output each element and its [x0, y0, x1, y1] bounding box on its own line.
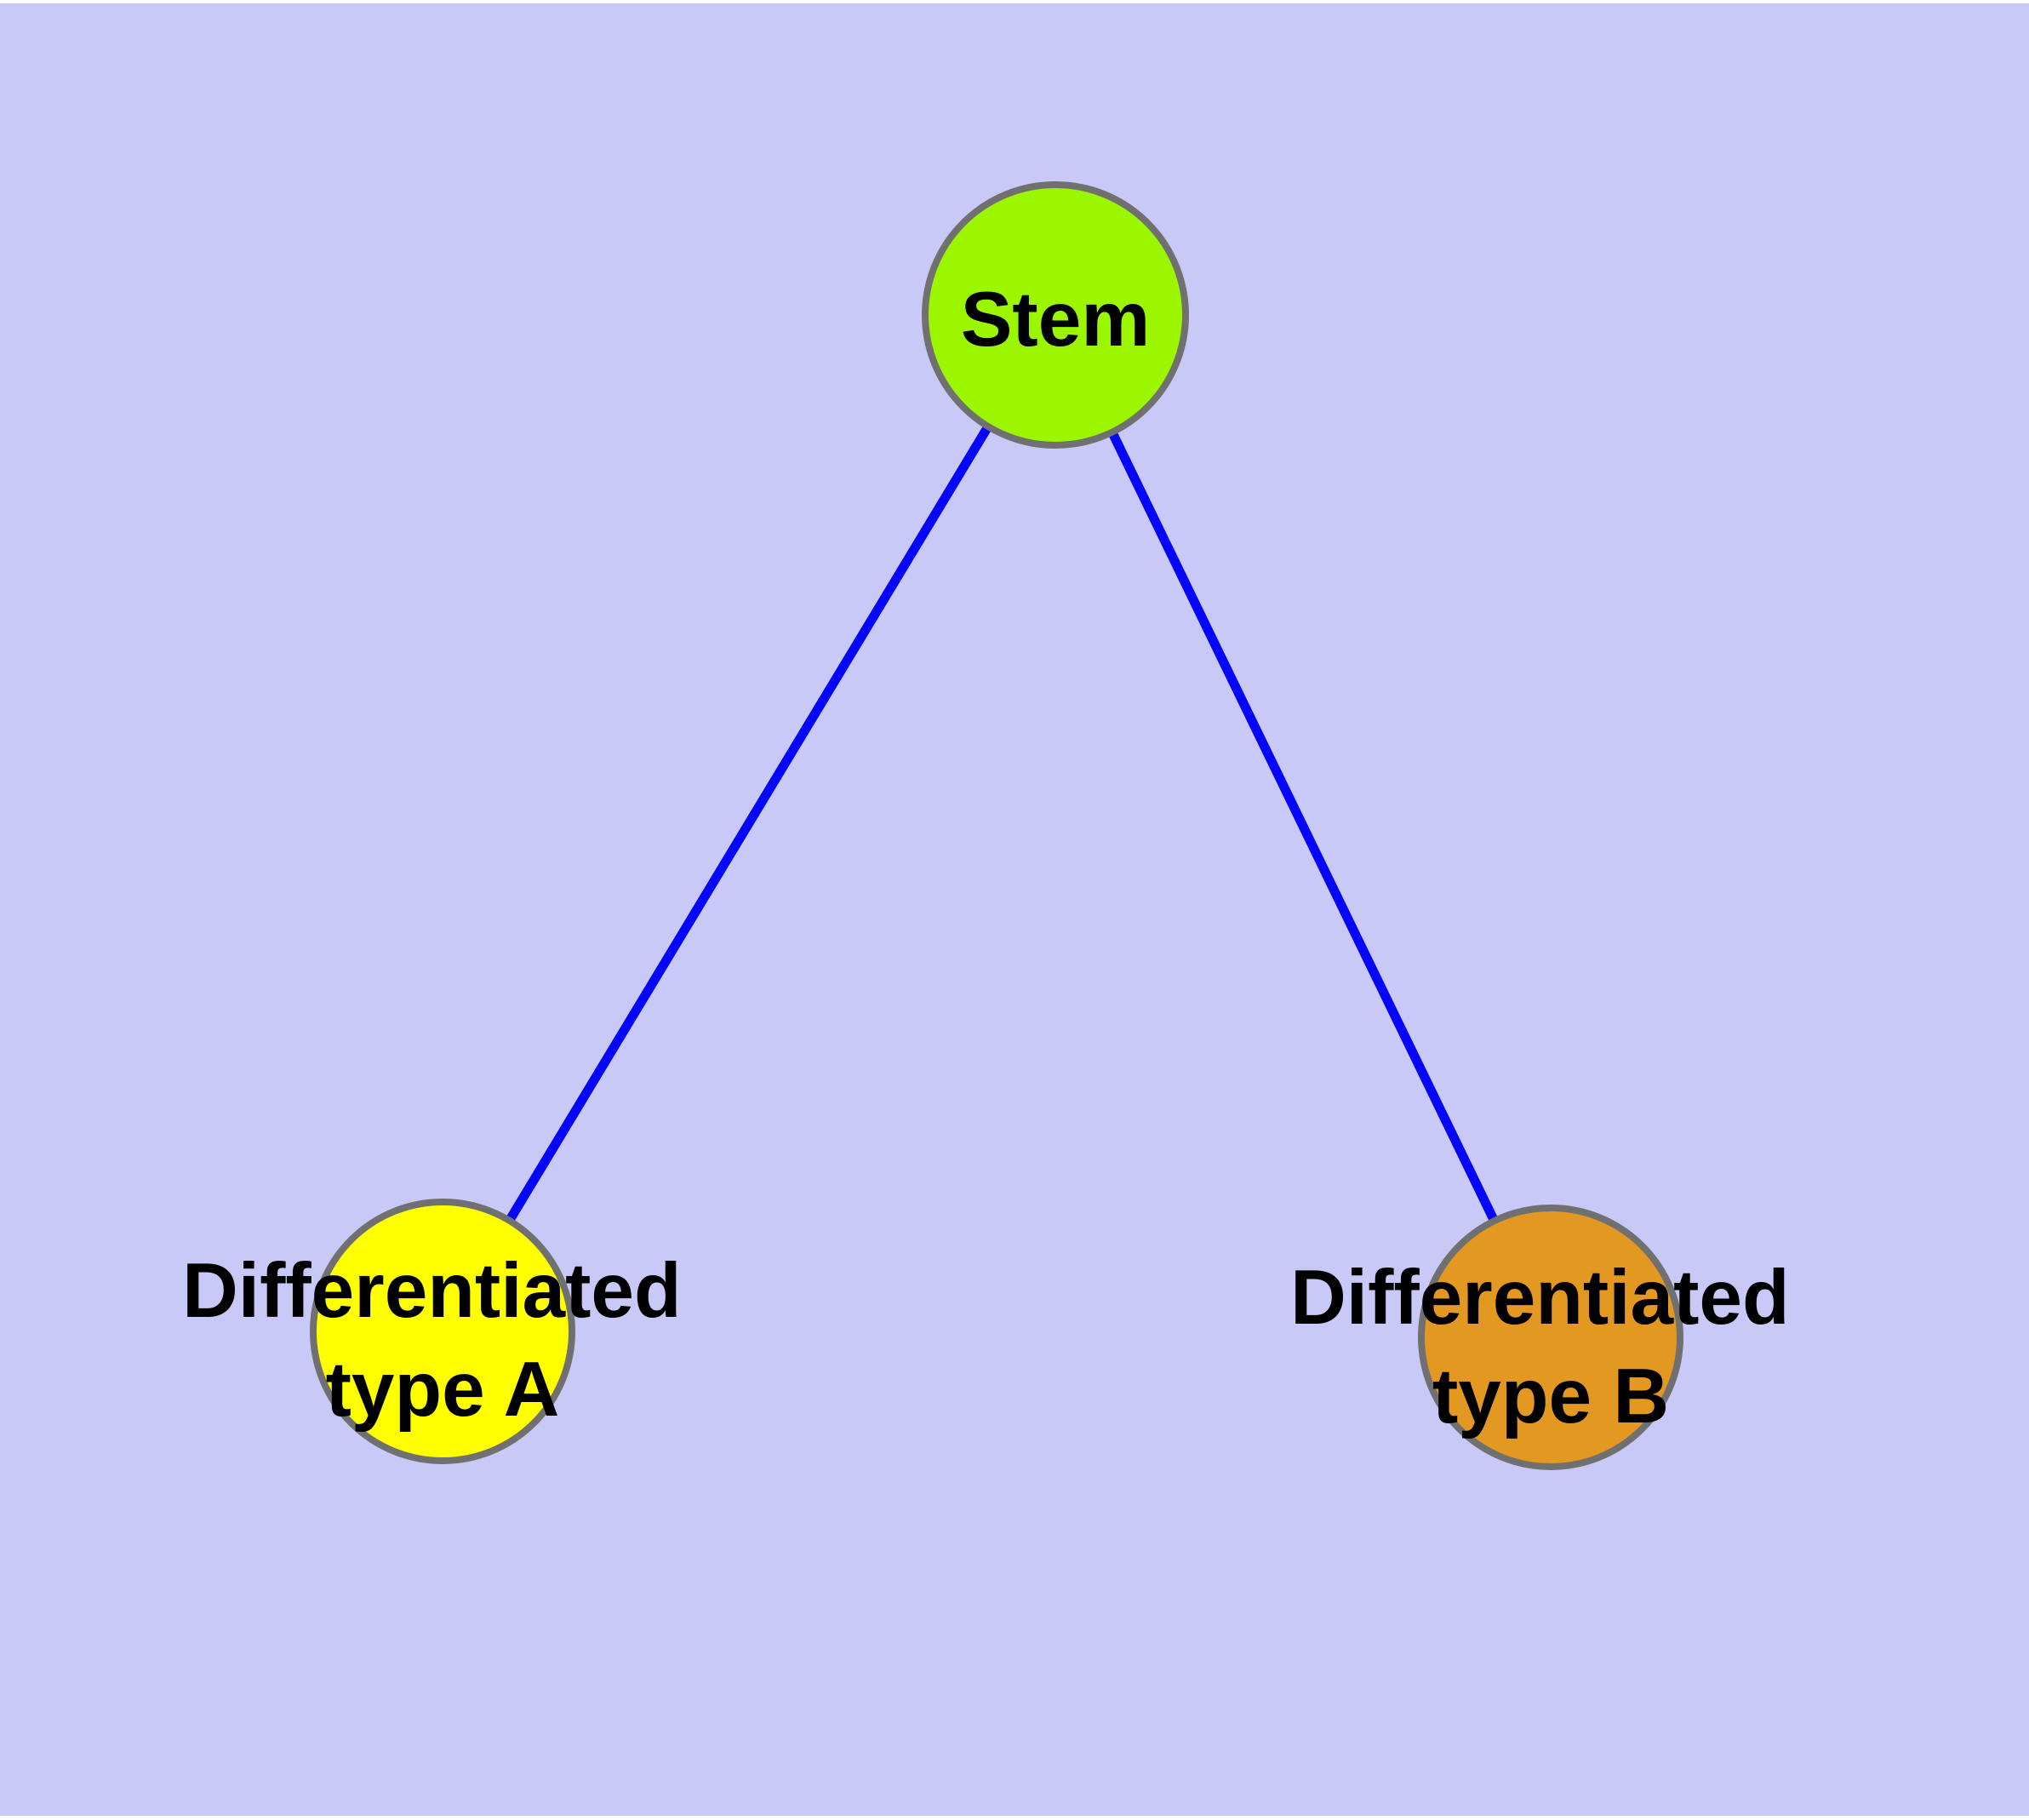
node-differentiated-type-a: [310, 1199, 575, 1464]
node-stem: [922, 181, 1189, 449]
node-type-a-label-line-2: type A: [326, 1347, 560, 1433]
edge-stem-to-type-b: [1051, 312, 1555, 1340]
node-type-b-label: Differentiated type B: [1290, 1255, 1811, 1439]
node-type-a-label: Differentiated type A: [182, 1248, 703, 1433]
node-stem-label: Stem: [961, 277, 1151, 363]
node-type-b-label-line-2: type B: [1432, 1354, 1669, 1439]
node-differentiated-type-b: [1418, 1205, 1683, 1470]
node-type-a-label-line-1: Differentiated: [182, 1248, 682, 1334]
edge-stem-to-type-a: [438, 312, 1060, 1334]
node-type-b-label-line-1: Differentiated: [1290, 1255, 1790, 1341]
